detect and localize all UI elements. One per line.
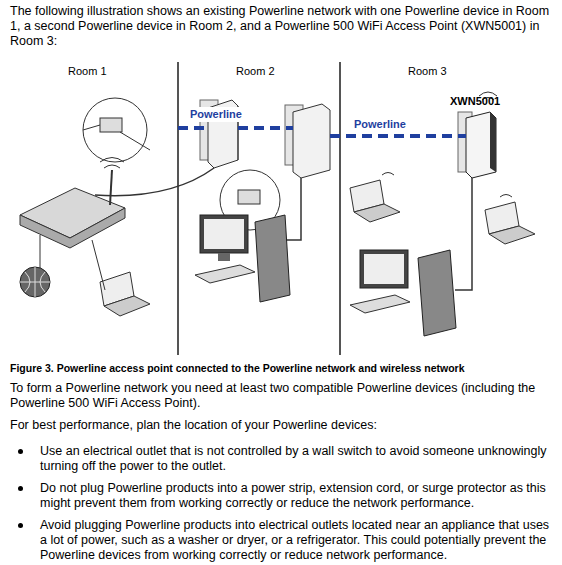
device-label: XWN5001	[448, 94, 502, 109]
bullet-dot	[18, 523, 23, 528]
intro-paragraph: The following illustration shows an exis…	[10, 4, 558, 49]
bullet-item: Avoid plugging Powerline products into e…	[40, 518, 555, 563]
room-label: Room 3	[408, 64, 468, 79]
link-label: Powerline	[352, 117, 408, 132]
figure-caption: Figure 3. Powerline access point connect…	[10, 361, 555, 376]
bullet-item: Do not plug Powerline products into a po…	[40, 481, 555, 511]
link-label: Powerline	[188, 107, 244, 122]
bullet-dot	[18, 486, 23, 491]
bullet-item: Use an electrical outlet that is not con…	[40, 444, 555, 474]
room-label: Room 1	[68, 64, 128, 79]
room-label: Room 2	[236, 64, 296, 79]
bullet-dot	[18, 449, 23, 454]
body-paragraph: For best performance, plan the location …	[10, 418, 555, 433]
body-paragraph: To form a Powerline network you need at …	[10, 381, 555, 411]
